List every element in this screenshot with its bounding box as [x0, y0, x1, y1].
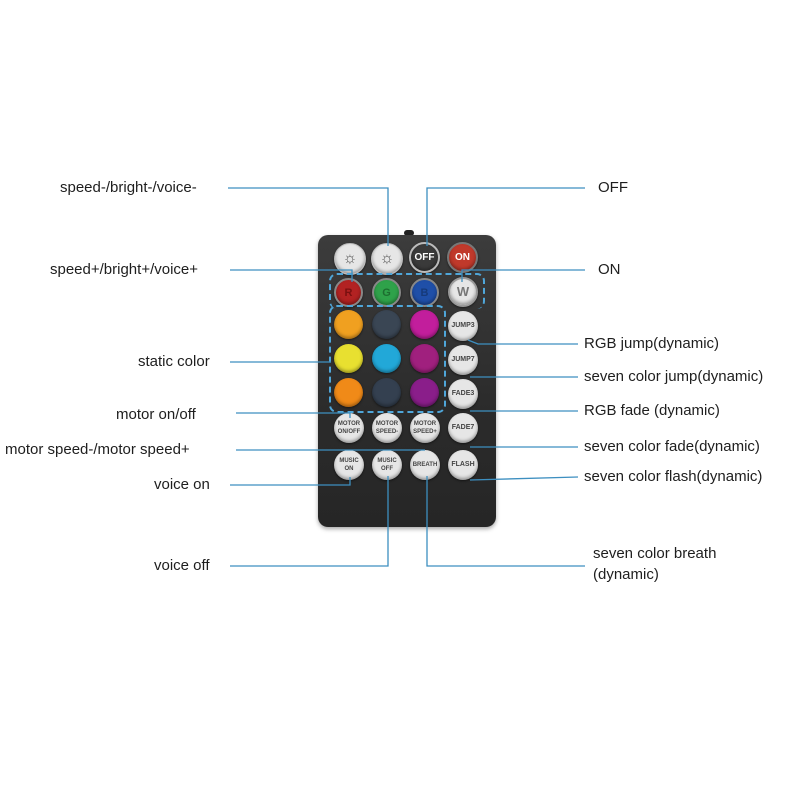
music-on-button[interactable]: MUSIC ON [334, 450, 364, 480]
leader-rgb-jump [467, 339, 578, 345]
label-seven-breath-line2: (dynamic) [593, 566, 659, 583]
breath-button[interactable]: BREATH [410, 450, 440, 480]
leader-motor-onoff [236, 412, 351, 418]
label-seven-flash: seven color flash(dynamic) [584, 468, 763, 485]
dark-slate-button[interactable] [372, 378, 401, 407]
speed-plus-button[interactable]: ☼ [371, 243, 403, 275]
music-off-button[interactable]: MUSIC OFF [372, 450, 402, 480]
purple-button[interactable] [410, 344, 439, 373]
motor-speed-minus-button[interactable]: MOTOR SPEED- [372, 413, 402, 443]
magenta-button[interactable] [410, 310, 439, 339]
fade7-button[interactable]: FADE7 [448, 413, 478, 443]
ir-emitter [404, 230, 414, 236]
leader-voice-on [230, 477, 351, 486]
label-speed-minus: speed-/bright-/voice- [60, 179, 197, 196]
green-button[interactable]: G [372, 278, 401, 307]
jump7-button[interactable]: JUMP7 [448, 345, 478, 375]
label-rgb-jump: RGB jump(dynamic) [584, 335, 720, 352]
label-static-color: static color [138, 353, 210, 370]
label-off: OFF [598, 179, 628, 196]
label-seven-jump: seven color jump(dynamic) [584, 368, 764, 385]
cyan-button[interactable] [372, 344, 401, 373]
label-seven-fade: seven color fade(dynamic) [584, 438, 760, 455]
label-motor-speed: motor speed-/motor speed+ [5, 441, 190, 458]
on-button[interactable]: ON [447, 242, 478, 273]
jump3-button[interactable]: JUMP3 [448, 311, 478, 341]
label-on: ON [598, 261, 621, 278]
amber-button[interactable] [334, 378, 363, 407]
leader-speed-plus [230, 269, 353, 282]
orange-button[interactable] [334, 310, 363, 339]
leader-speed-minus [228, 187, 389, 246]
yellow-button[interactable] [334, 344, 363, 373]
label-voice-off: voice off [154, 557, 210, 574]
off-button[interactable]: OFF [409, 242, 440, 273]
label-seven-breath-line1: seven color breath [593, 545, 717, 562]
sun-icon: ☼ [342, 250, 358, 267]
leader-on [461, 269, 585, 282]
label-voice-on: voice on [154, 476, 210, 493]
label-rgb-fade: RGB fade (dynamic) [584, 402, 720, 419]
leader-seven-flash [469, 476, 579, 481]
red-button[interactable]: R [334, 278, 363, 307]
leader-breath [426, 476, 585, 567]
white-button[interactable]: W [448, 277, 478, 307]
sun-icon: ☼ [379, 250, 395, 267]
slate-button[interactable] [372, 310, 401, 339]
violet-button[interactable] [410, 378, 439, 407]
flash-button[interactable]: FLASH [448, 450, 478, 480]
motor-speed-plus-button[interactable]: MOTOR SPEED+ [410, 413, 440, 443]
leader-voice-off [230, 476, 389, 567]
fade3-button[interactable]: FADE3 [448, 379, 478, 409]
label-motor-onoff: motor on/off [116, 406, 196, 423]
leader-off [426, 187, 585, 246]
motor-onoff-button[interactable]: MOTOR ON/OFF [334, 413, 364, 443]
label-speed-plus: speed+/bright+/voice+ [50, 261, 199, 278]
